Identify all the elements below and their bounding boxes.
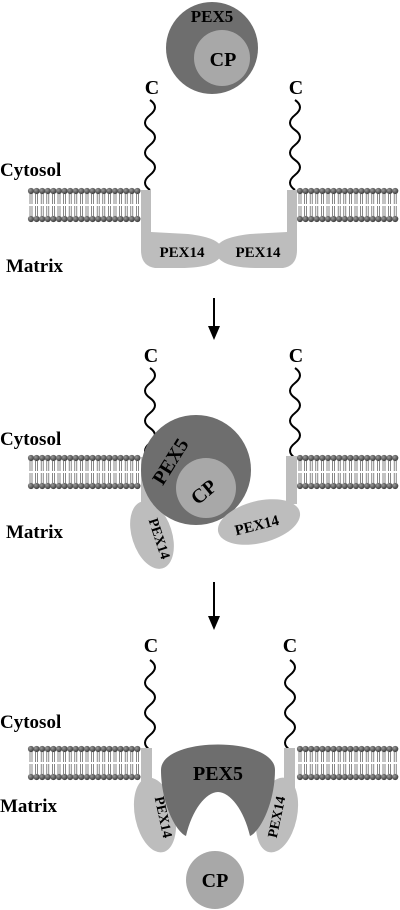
pex5-label: PEX5: [193, 763, 243, 785]
matrix-label: Matrix: [6, 256, 63, 277]
cytosol-label: Cytosol: [0, 429, 61, 450]
lipid-bilayer-segment: [27, 187, 141, 223]
pex14-right-label: PEX14: [236, 245, 282, 261]
panel-3: C C PEX14 PEX14 PEX5 CP Cytosol Matrix: [0, 635, 299, 909]
pex5-blob: [161, 744, 275, 836]
pex14-left-shape: [141, 190, 223, 268]
cytosol-label: Cytosol: [0, 160, 61, 181]
pex14-left-stalk: [141, 748, 152, 798]
panel-1: PEX5 CP C C PEX14 PEX14 Cytosol Matrix: [0, 2, 303, 277]
arrow-2: [208, 582, 220, 630]
cp-blob: [176, 458, 236, 518]
panel-2: C C PEX14 PEX5 CP PEX14 Cytosol Matrix: [0, 345, 303, 569]
pex5-label: PEX5: [191, 7, 234, 26]
arrow-1: [208, 298, 220, 340]
lipid-bilayer-segment: [296, 745, 399, 781]
pex14-right-stalk: [286, 456, 297, 504]
membranes: [27, 187, 399, 781]
pex14-right-stalk: [284, 748, 295, 798]
matrix-label: Matrix: [6, 522, 63, 543]
lipid-bilayer-segment: [296, 454, 399, 490]
c-terminus-left-label: C: [145, 77, 159, 99]
pex14-tail-left: [144, 99, 156, 191]
cp-blob: [186, 851, 244, 909]
pex14-tail-right: [289, 99, 301, 191]
c-terminus-right-label: C: [289, 345, 303, 367]
pex14-left-shape: [130, 501, 174, 569]
pex14-tail-right: [289, 367, 301, 459]
cytosol-label: Cytosol: [0, 712, 61, 733]
c-terminus-left-label: C: [144, 345, 158, 367]
cp-blob: [194, 30, 250, 86]
pex14-right-shape: [215, 190, 297, 268]
lipid-bilayer-segment: [27, 454, 141, 490]
pex14-tail-left: [144, 659, 156, 751]
c-terminus-right-label: C: [289, 77, 303, 99]
lipid-bilayer-segment: [296, 187, 399, 223]
c-terminus-right-label: C: [283, 635, 297, 657]
pex14-tail-right: [284, 659, 296, 751]
pex14-right-shape: [217, 499, 301, 545]
cp-label: CP: [202, 870, 229, 892]
matrix-label: Matrix: [0, 796, 57, 817]
c-terminus-left-label: C: [144, 635, 158, 657]
pex14-left-label: PEX14: [160, 245, 206, 261]
lipid-bilayer-segment: [27, 745, 141, 781]
cp-label: CP: [210, 49, 237, 71]
